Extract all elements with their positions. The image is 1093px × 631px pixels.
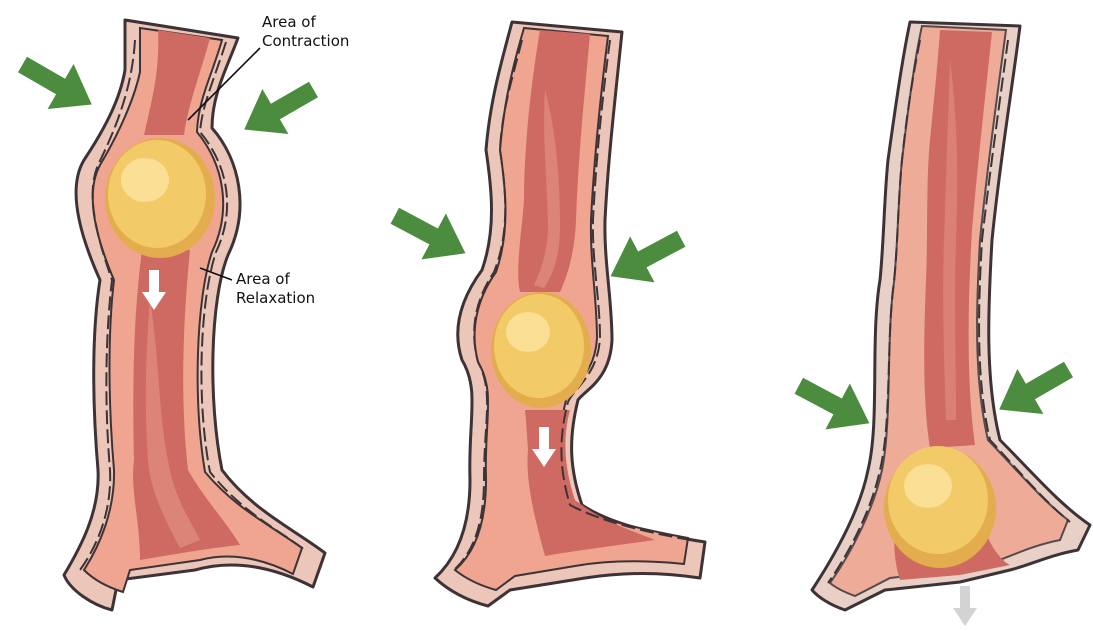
stage-2-esophagus xyxy=(433,20,707,608)
stage-3-esophagus xyxy=(810,20,1092,626)
stage-1-left-squeeze-arrow xyxy=(9,41,105,128)
stage-2-left-squeeze-arrow xyxy=(382,192,478,277)
stage-2-wall-line-left xyxy=(453,39,523,571)
stage-3-lumen-highlight xyxy=(943,60,958,420)
relaxation-label-line-1: Area of xyxy=(236,270,290,288)
stage-2-lumen-highlight xyxy=(534,90,560,288)
stage-3-grey-down-arrow xyxy=(953,586,977,626)
stage-3-bolus xyxy=(884,446,996,568)
contraction-leader-line xyxy=(187,47,261,121)
stage-2-wall-line-right xyxy=(560,39,691,541)
stage-3-left-squeeze-arrow xyxy=(786,362,882,447)
relaxation-leader-line xyxy=(199,267,233,281)
stage-3-wall-line-right xyxy=(978,39,1071,523)
contraction-label-line-2: Contraction xyxy=(262,32,349,50)
stage-1-lumen-highlight xyxy=(145,300,200,548)
relaxation-annotation: Area of Relaxation xyxy=(199,267,315,307)
stage-2-right-squeeze-arrow xyxy=(598,215,694,300)
stage-3-right-squeeze-arrow xyxy=(986,346,1082,433)
stage-2-bolus xyxy=(491,292,591,408)
relaxation-label-line-2: Relaxation xyxy=(236,289,315,307)
contraction-annotation: Area of Contraction xyxy=(187,13,349,121)
contraction-label-line-1: Area of xyxy=(262,13,316,31)
stage-1-wall-line-right xyxy=(198,41,306,551)
stage-1-bolus xyxy=(105,138,215,258)
stage-1-right-squeeze-arrow xyxy=(231,66,327,153)
stage-3-wall-line-left xyxy=(827,39,921,584)
stage-1-wall-line-left xyxy=(79,39,136,571)
stage-1-esophagus xyxy=(62,18,327,612)
